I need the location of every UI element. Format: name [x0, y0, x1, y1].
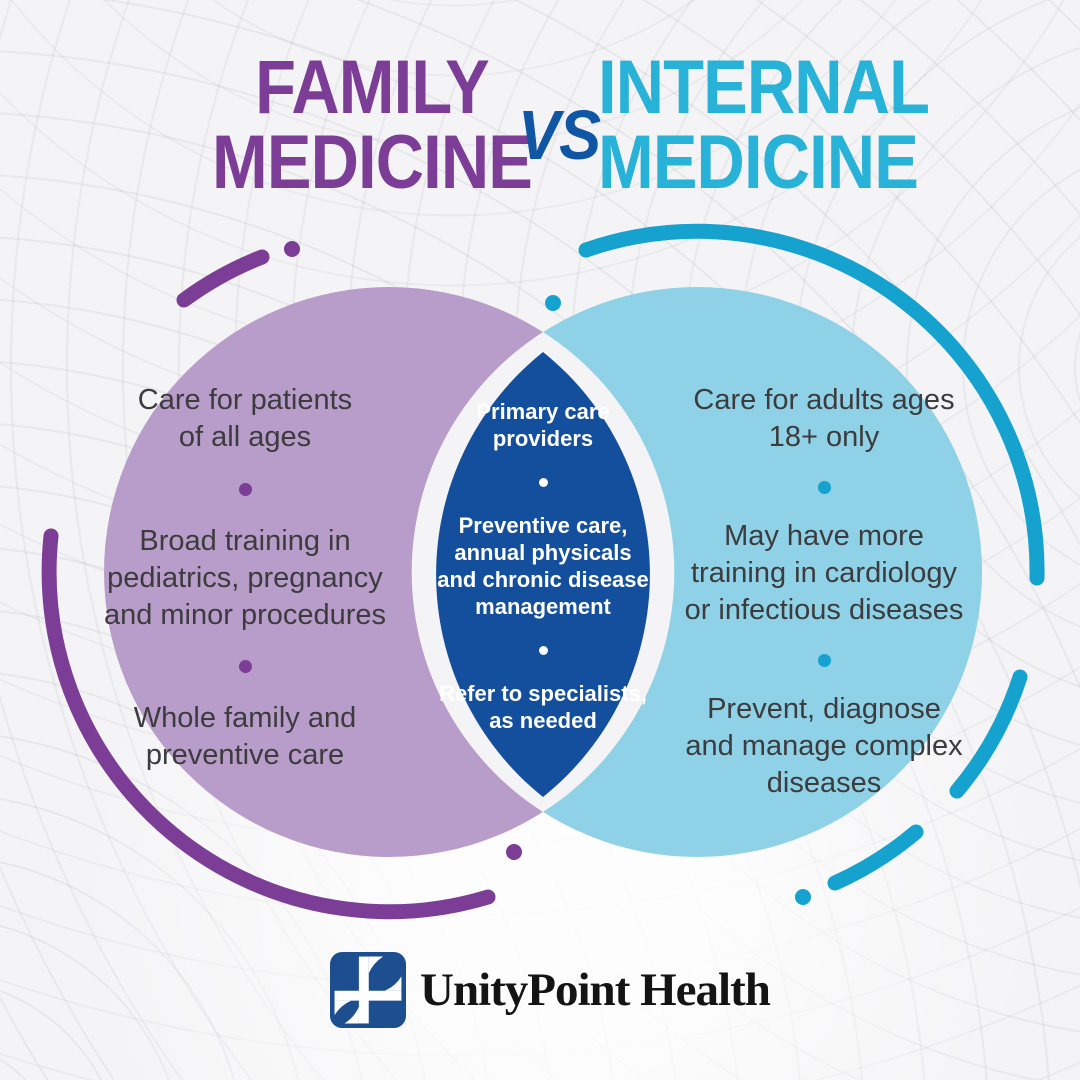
venn-shared-lens	[436, 352, 650, 797]
right-ring-dash-mid	[949, 669, 1028, 799]
title-family-line2: MEDICINE	[212, 120, 533, 205]
title-family-line1: FAMILY	[255, 45, 490, 130]
title-family-medicine: FAMILY MEDICINE	[177, 45, 568, 205]
title-internal-medicine: INTERNAL MEDICINE	[598, 45, 1003, 205]
left-ring-dot-top	[284, 241, 300, 257]
family-item-1: Care for patients of all ages	[137, 384, 353, 453]
family-item-2: Broad training in pediatrics, pregnancy …	[103, 524, 387, 631]
title-internal-line2: MEDICINE	[598, 120, 919, 205]
separator-dot-white	[538, 645, 548, 655]
left-ring-dash-long	[41, 528, 496, 920]
right-ring-dash-long	[578, 223, 1045, 586]
brand-footer: UnityPoint Health	[330, 951, 771, 1029]
shared-item-2: Preventive care, annual physicals and ch…	[437, 513, 649, 619]
right-ring-dot-top	[545, 295, 561, 311]
separator-dot-cyan	[817, 653, 831, 667]
left-ring-dot-bottom	[506, 844, 522, 860]
internal-item-3: Prevent, diagnose and manage complex dis…	[685, 693, 963, 799]
family-item-3: Whole family and preventive care	[133, 702, 357, 771]
brand-name: UnityPoint Health	[420, 964, 771, 1016]
shared-item-3: Refer to specialists, as needed	[439, 681, 647, 733]
shared-list: Primary care providers Preventive care, …	[428, 398, 658, 734]
separator-dot-white	[538, 477, 548, 487]
internal-medicine-list: Care for adults ages 18+ only May have m…	[648, 382, 1000, 802]
internal-item-2: May have more training in cardiology or …	[684, 520, 964, 626]
title-vs: VS	[518, 96, 601, 174]
unitypoint-cross-icon	[330, 952, 406, 1028]
shared-item-1: Primary care providers	[476, 399, 610, 451]
family-medicine-list: Care for patients of all ages Broad trai…	[70, 382, 420, 774]
internal-item-1: Care for adults ages 18+ only	[693, 384, 955, 453]
separator-dot-purple	[238, 482, 252, 496]
right-ring-dash-bottom	[827, 824, 924, 891]
separator-dot-cyan	[817, 480, 831, 494]
left-ring-dash-short	[176, 249, 270, 308]
title-internal-line1: INTERNAL	[598, 45, 930, 130]
right-ring-dot-bottom	[795, 889, 811, 905]
separator-dot-purple	[238, 660, 252, 674]
